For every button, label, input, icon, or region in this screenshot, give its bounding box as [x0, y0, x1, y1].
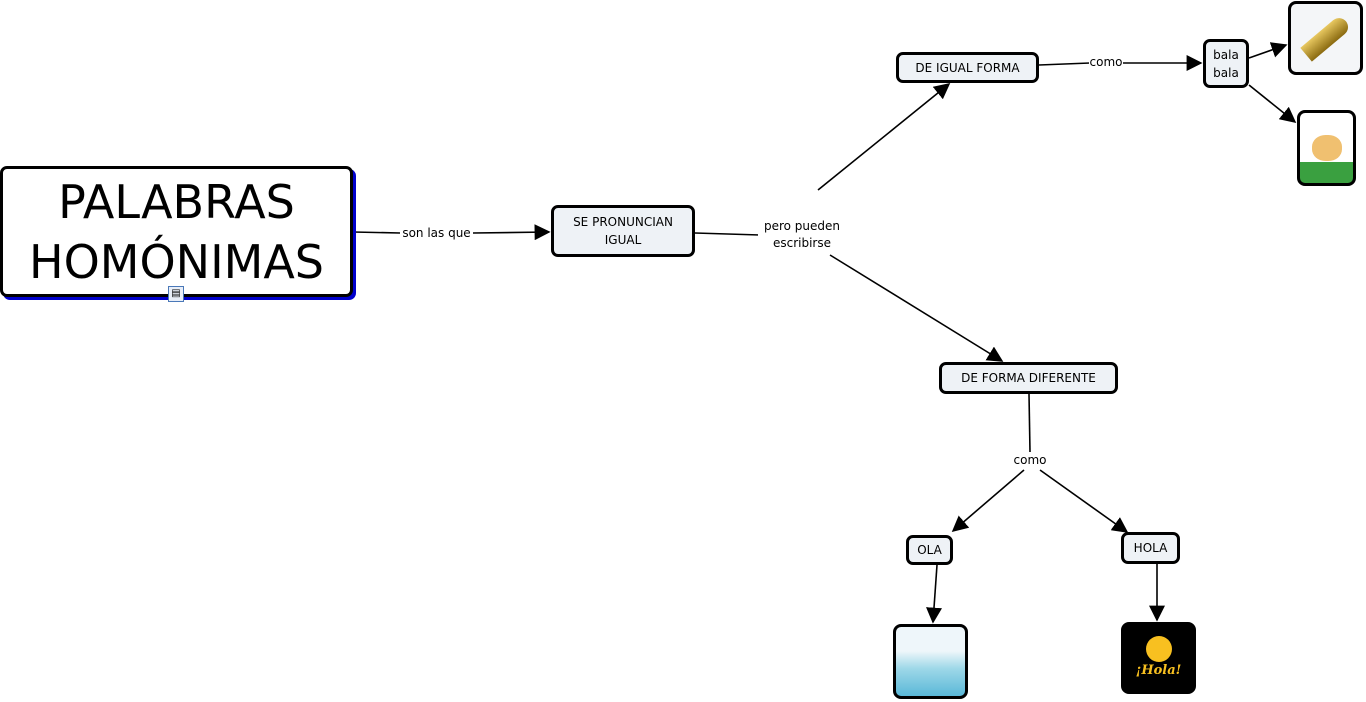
concept-ola[interactable]: OLA: [906, 535, 953, 565]
arrow: [1248, 42, 1288, 59]
arrow: [472, 224, 551, 241]
link-son-las-que[interactable]: son las que: [400, 225, 473, 242]
arrow: [817, 82, 951, 191]
link-pero-pueden[interactable]: pero pueden escribirse: [758, 218, 846, 252]
concept-bala[interactable]: bala bala: [1203, 39, 1249, 88]
line: [1028, 393, 1031, 453]
link-como-2[interactable]: como: [1012, 452, 1048, 469]
concept-pronuncian[interactable]: SE PRONUNCIAN IGUAL: [551, 205, 695, 257]
arrow: [829, 254, 1004, 362]
wave-image[interactable]: [893, 624, 968, 699]
concept-hola[interactable]: HOLA: [1121, 532, 1180, 564]
link-como-1[interactable]: como: [1089, 54, 1123, 71]
line: [352, 231, 401, 234]
hola-sign: ¡Hola!: [1135, 663, 1182, 678]
arrow: [926, 564, 942, 624]
arrow: [1248, 84, 1297, 124]
hola-image[interactable]: ¡Hola!: [1121, 622, 1196, 694]
bullet-image[interactable]: [1288, 1, 1363, 75]
concept-igual-forma[interactable]: DE IGUAL FORMA: [896, 52, 1039, 83]
line: [694, 232, 761, 236]
concept-main[interactable]: PALABRAS HOMÓNIMAS: [0, 166, 353, 297]
notes-icon[interactable]: ▤: [168, 286, 184, 302]
llama-image[interactable]: [1297, 110, 1356, 186]
concept-forma-diferente[interactable]: DE FORMA DIFERENTE: [939, 362, 1118, 394]
line: [1038, 62, 1091, 66]
arrow: [951, 469, 1025, 533]
sun-icon: [1145, 636, 1172, 662]
arrow: [1039, 469, 1129, 533]
